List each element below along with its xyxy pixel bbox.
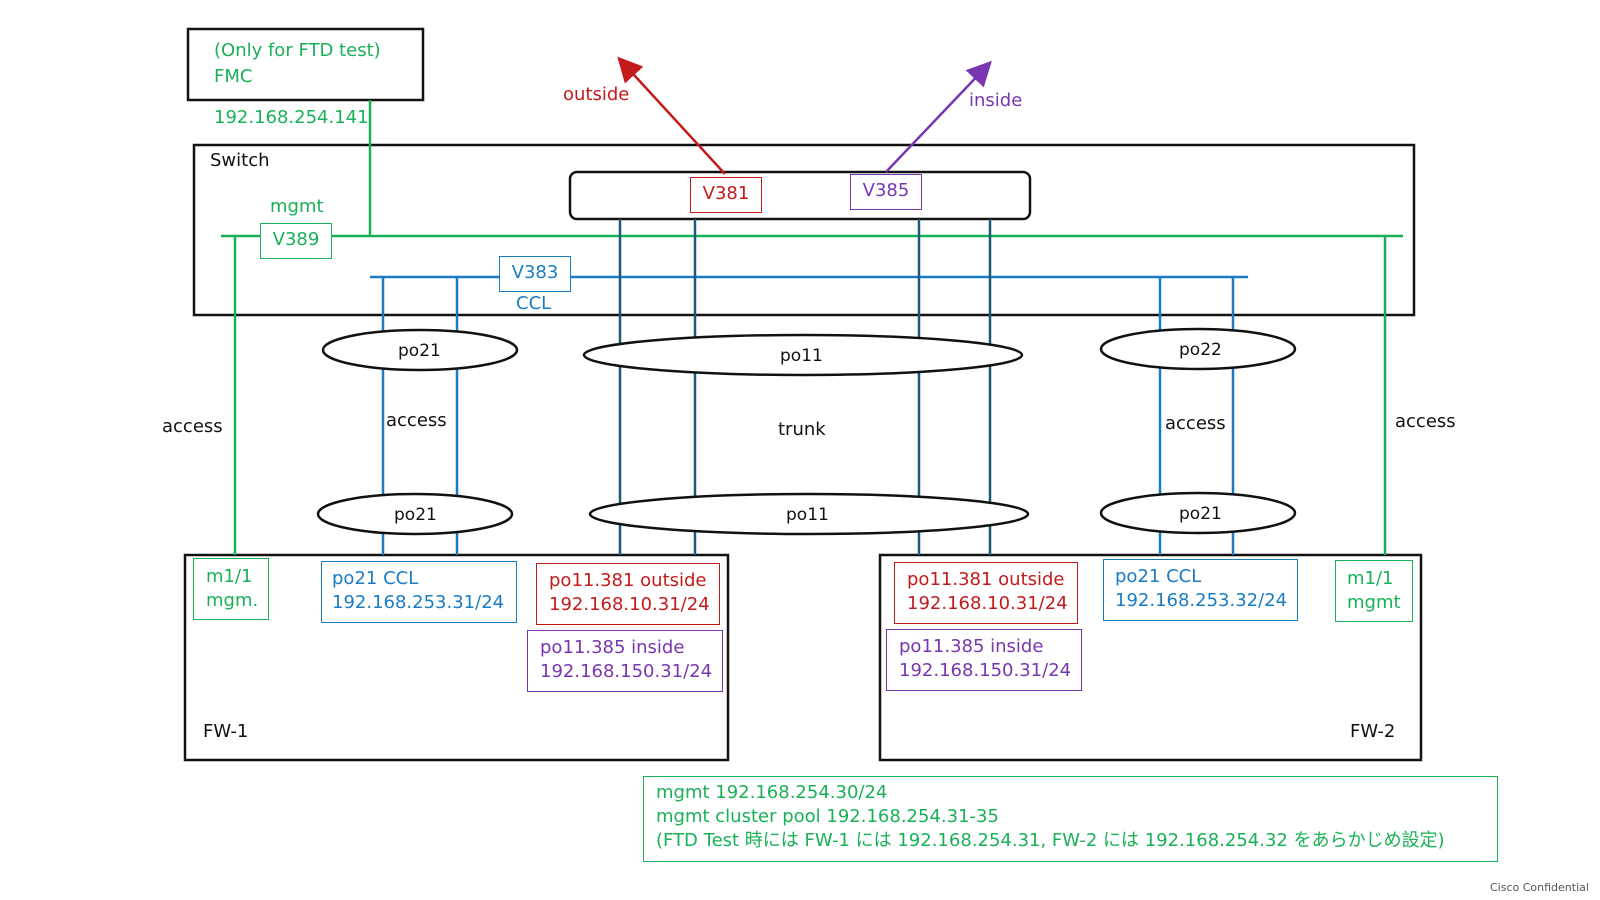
- fw2-po21-ellipse: [1099, 491, 1297, 535]
- switch-frame: [192, 143, 1416, 317]
- access-label-ccl-left: access: [386, 410, 447, 431]
- vlan-trunk-box: [568, 170, 1032, 221]
- vlan-383-box: V383: [499, 256, 571, 292]
- fmc-title: FMC: [214, 66, 253, 87]
- fmc-note: (Only for FTD test): [214, 40, 381, 61]
- fw2-ccl-interface-box: po21 CCL 192.168.253.32/24: [1103, 559, 1298, 621]
- switch-po11-ellipse: [582, 333, 1024, 377]
- fw1-mgmt-interface-box: m1/1 mgm.: [193, 558, 269, 620]
- fw2-outside-ip: 192.168.10.31/24: [907, 593, 1068, 614]
- fw1-ccl-ip: 192.168.253.31/24: [332, 592, 505, 613]
- mgmt-ip-note: mgmt 192.168.254.30/24: [656, 782, 888, 803]
- switch-po21-ellipse: [321, 328, 519, 372]
- fw2-po21-label: po21: [1179, 504, 1222, 524]
- switch-po11-label: po11: [780, 346, 823, 366]
- ftd-test-note: (FTD Test 時には FW-1 には 192.168.254.31, FW…: [656, 830, 1445, 851]
- vlan-381-box: V381: [690, 177, 762, 213]
- switch-po21-label: po21: [398, 341, 441, 361]
- fw2-inside-name: po11.385 inside: [899, 636, 1044, 657]
- fw1-po21-ellipse: [316, 492, 514, 536]
- switch-po22-label: po22: [1179, 340, 1222, 360]
- vlan-389-box: V389: [260, 223, 332, 259]
- fw2-mgmt-interface-box: m1/1 mgmt: [1335, 560, 1413, 622]
- fw2-name: FW-2: [1350, 721, 1396, 742]
- inside-arrow: [885, 60, 992, 173]
- mgmt-notes-box: mgmt 192.168.254.30/24 mgmt cluster pool…: [643, 776, 1498, 862]
- fw2-mgmt-port: m1/1: [1347, 568, 1394, 589]
- inside-label: inside: [969, 90, 1023, 111]
- fmc-frame: [186, 27, 425, 102]
- fw1-ccl-name: po21 CCL: [332, 568, 419, 589]
- ccl-vlan-label: CCL: [516, 293, 552, 314]
- access-label-ccl-right: access: [1165, 413, 1226, 434]
- outside-arrow: [617, 56, 726, 175]
- fw2-ccl-ip: 192.168.253.32/24: [1115, 590, 1288, 611]
- fw1-outside-name: po11.381 outside: [549, 570, 707, 591]
- fw1-inside-interface-box: po11.385 inside 192.168.150.31/24: [527, 630, 723, 692]
- confidential-footer: Cisco Confidential: [1490, 881, 1589, 894]
- fw1-mgmt-name: mgm.: [206, 590, 259, 611]
- access-label-mgmt-right: access: [1395, 411, 1456, 432]
- fw2-outside-name: po11.381 outside: [907, 569, 1065, 590]
- mgmt-vlan-label: mgmt: [270, 196, 324, 217]
- switch-title: Switch: [210, 150, 270, 171]
- fw-po11-ellipse: [588, 492, 1030, 536]
- fw1-mgmt-port: m1/1: [206, 566, 253, 587]
- trunk-label: trunk: [778, 419, 826, 440]
- fw2-inside-interface-box: po11.385 inside 192.168.150.31/24: [886, 629, 1082, 691]
- mgmt-pool-note: mgmt cluster pool 192.168.254.31-35: [656, 806, 999, 827]
- fw1-outside-interface-box: po11.381 outside 192.168.10.31/24: [536, 563, 720, 625]
- fw2-outside-interface-box: po11.381 outside 192.168.10.31/24: [894, 562, 1078, 624]
- fw1-inside-name: po11.385 inside: [540, 637, 685, 658]
- outside-label: outside: [563, 84, 630, 105]
- switch-po22-ellipse: [1099, 327, 1297, 371]
- fmc-ip: 192.168.254.141: [214, 107, 369, 128]
- access-label-mgmt-left: access: [162, 416, 223, 437]
- vlan-385-box: V385: [850, 174, 922, 210]
- fw2-ccl-name: po21 CCL: [1115, 566, 1202, 587]
- fw1-inside-ip: 192.168.150.31/24: [540, 661, 713, 682]
- fw1-outside-ip: 192.168.10.31/24: [549, 594, 710, 615]
- fw-po11-label: po11: [786, 505, 829, 525]
- fw1-name: FW-1: [203, 721, 249, 742]
- fw2-inside-ip: 192.168.150.31/24: [899, 660, 1072, 681]
- fw2-mgmt-name: mgmt: [1347, 592, 1401, 613]
- mgmt-lines: [221, 100, 1403, 555]
- fw2-frame: [878, 553, 1423, 762]
- fw1-ccl-interface-box: po21 CCL 192.168.253.31/24: [321, 561, 517, 623]
- fw1-po21-label: po21: [394, 505, 437, 525]
